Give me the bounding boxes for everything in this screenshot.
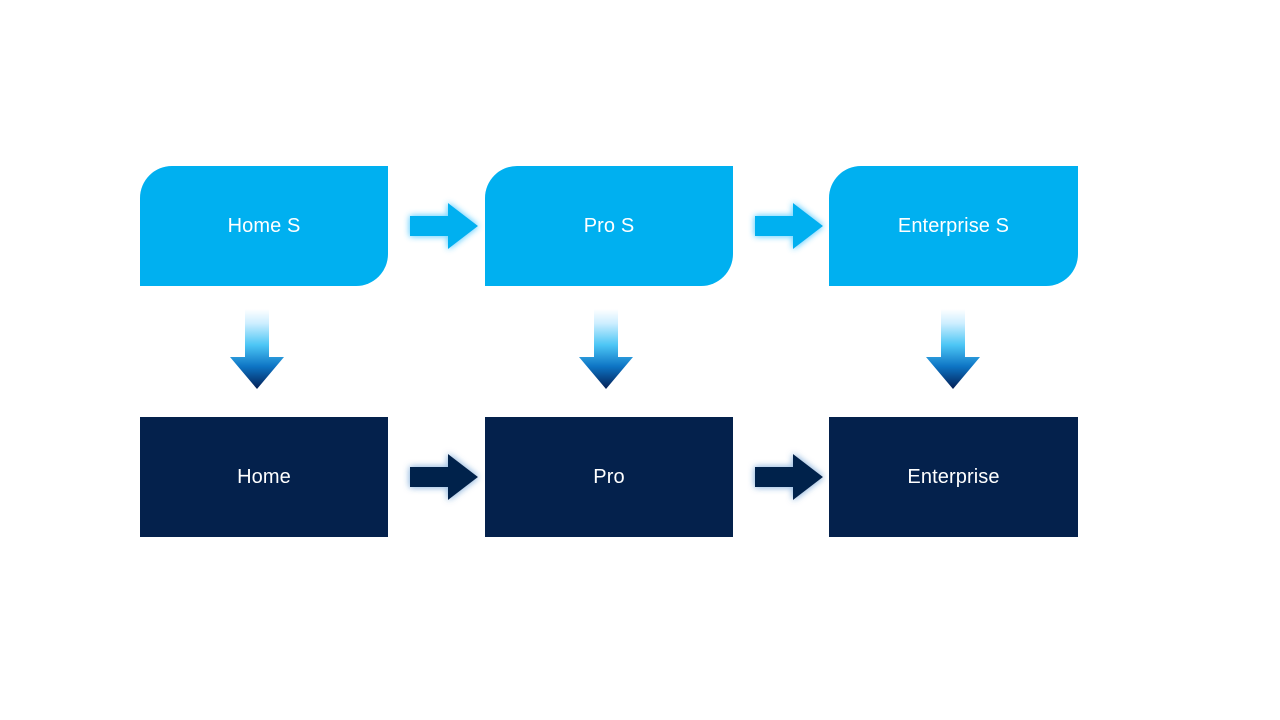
node-pro[interactable]: Pro bbox=[485, 417, 733, 537]
node-enterprise-s[interactable]: Enterprise S bbox=[829, 166, 1078, 286]
node-label: Home S bbox=[227, 215, 301, 237]
node-home[interactable]: Home bbox=[140, 417, 388, 537]
node-label: Enterprise bbox=[907, 466, 1000, 488]
node-label: Home bbox=[237, 466, 291, 488]
arrow-right-icon-home-to-pro bbox=[408, 451, 480, 503]
node-home-s[interactable]: Home S bbox=[140, 166, 388, 286]
node-label: Pro bbox=[593, 466, 625, 488]
arrow-right-icon-pro-to-enterprise bbox=[753, 451, 825, 503]
arrow-right-icon-home-s-to-pro-s bbox=[408, 200, 480, 252]
arrow-down-icon-pro-s-to-pro bbox=[577, 309, 635, 391]
node-pro-s[interactable]: Pro S bbox=[485, 166, 733, 286]
arrow-down-icon-enterprise-s-to-enterprise bbox=[924, 309, 982, 391]
arrow-right-icon-pro-s-to-enterprise-s bbox=[753, 200, 825, 252]
node-label: Enterprise S bbox=[897, 215, 1010, 237]
arrow-down-icon-home-s-to-home bbox=[228, 309, 286, 391]
node-label: Pro S bbox=[583, 215, 635, 237]
node-enterprise[interactable]: Enterprise bbox=[829, 417, 1078, 537]
